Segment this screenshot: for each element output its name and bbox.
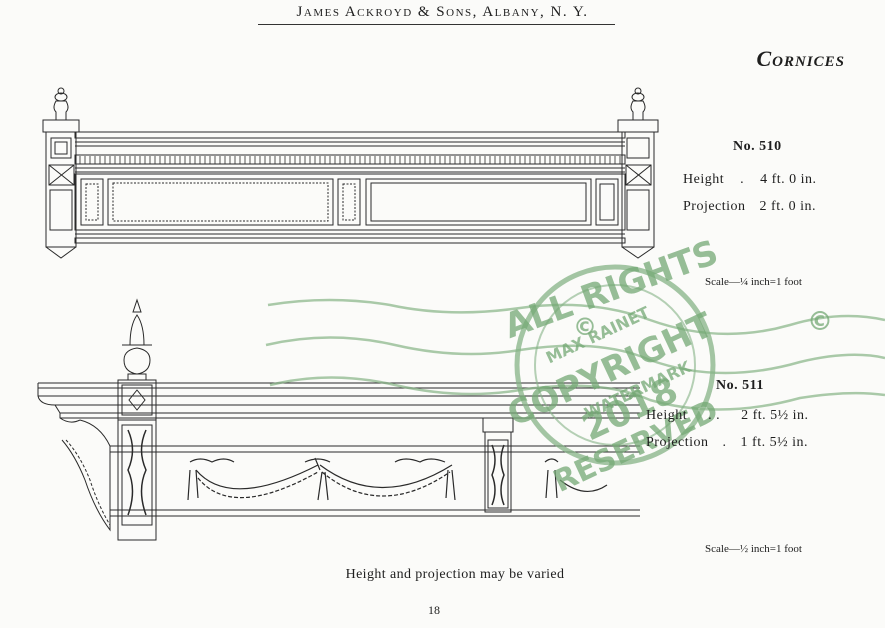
cornice-511-pilaster [482, 417, 514, 513]
cornice-510-scale: Scale—¼ inch=1 foot [705, 276, 802, 288]
cornice-511-projection-dots: . [722, 435, 727, 450]
cornice-510-projection-value: 2 ft. 0 in. [759, 199, 816, 214]
cornice-511-projection-value: 1 ft. 5½ in. [740, 435, 808, 450]
cornice-510-left-post [42, 87, 80, 259]
cornice-510-height-label: Height [683, 172, 725, 187]
cornice-510-projection-label: Projection [683, 199, 746, 214]
watermark-wavy-lines [265, 298, 885, 411]
cornice-511-post [117, 298, 157, 541]
cornice-511-projection-label: Projection [646, 435, 709, 450]
dentil-band [79, 156, 621, 164]
page-number: 18 [428, 603, 440, 617]
swag-garlands [187, 457, 608, 501]
cornice-510-projection-row: Projection 2 ft. 0 in. [683, 199, 816, 215]
cornice-510-height-dots: . [740, 172, 745, 187]
cornice-511-scale: Scale—½ inch=1 foot [705, 543, 802, 555]
cornice-511-number: No. 511 [716, 378, 764, 393]
cornice-511-height-row: Height . . 2 ft. 5½ in. [646, 408, 809, 424]
cornice-511-projection-row: Projection . 1 ft. 5½ in. [646, 435, 808, 451]
cornice-510-number: No. 510 [733, 139, 782, 154]
cornice-511-height-dots: . . [708, 408, 721, 423]
watermark-symbol-left: © [573, 313, 597, 341]
cornice-510-drawing [42, 87, 659, 259]
cornice-511-height-value: 2 ft. 5½ in. [741, 408, 809, 423]
section-title: Cornices [756, 46, 845, 71]
caption-text: Height and projection may be varied [345, 567, 565, 582]
cornice-511-height-label: Height [646, 408, 688, 423]
watermark-symbol-right: © [807, 307, 833, 337]
cornice-510-right-post [617, 87, 659, 259]
header-rule [258, 24, 615, 25]
cornice-510-height-value: 4 ft. 0 in. [760, 172, 817, 187]
cornice-511-drawing [37, 298, 640, 541]
cornice-510-height-row: Height . 4 ft. 0 in. [683, 172, 817, 188]
page-header-title: James Ackroyd & Sons, Albany, N. Y. [296, 4, 589, 20]
